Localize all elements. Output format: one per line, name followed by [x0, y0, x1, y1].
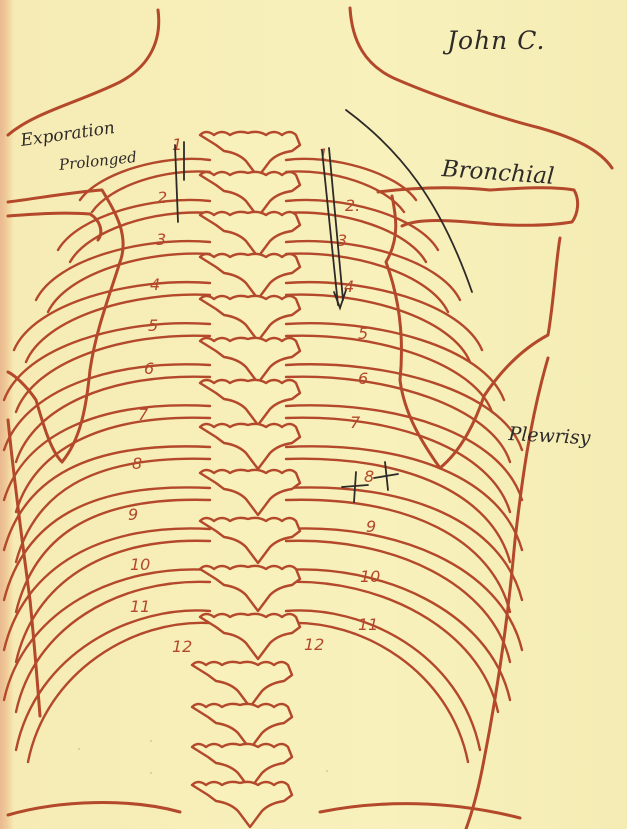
vertebra: [200, 254, 300, 299]
rib-number-left: 8: [132, 454, 142, 473]
left-rib: [4, 405, 210, 500]
left-rib: [16, 500, 210, 612]
vertebra: [200, 212, 300, 257]
rib-number-left: 5: [148, 316, 158, 335]
rib-number-right: 8: [364, 467, 374, 486]
vertebra: [192, 662, 292, 707]
rib-number-right: 7: [350, 413, 361, 432]
vertebra: [200, 338, 300, 383]
right-rib: [286, 200, 438, 250]
rib-number-left: 11: [130, 597, 150, 616]
bronchial-arrow-head: [334, 290, 346, 308]
rib-number-left: 9: [128, 505, 138, 524]
rib-number-right: 10: [360, 567, 380, 586]
pelvis-left: [8, 803, 180, 815]
paper-speck: [78, 748, 80, 750]
rib-number-right: 12: [304, 635, 324, 654]
vertebra: [192, 704, 292, 749]
left-rib: [58, 200, 210, 250]
left-rib: [16, 610, 210, 750]
paper-speck: [326, 770, 328, 772]
rib-number-left: 1: [172, 135, 182, 154]
rib-number-right: 2.: [345, 196, 360, 215]
vertebra: [200, 132, 300, 177]
neck-left-line: [8, 10, 159, 135]
vertebral-column: [192, 132, 300, 827]
right-rib: [286, 610, 480, 750]
paper-speck: [150, 740, 152, 742]
pelvis-right: [320, 804, 520, 818]
left-acromion: [8, 213, 101, 240]
vertebra: [200, 172, 300, 217]
prolonged-expiration-line-1: [175, 145, 178, 222]
rib-number-left: 2: [157, 188, 167, 207]
rib-number-right: 5: [358, 324, 368, 343]
vertebra: [200, 614, 300, 659]
rib-number-left: 10: [130, 555, 150, 574]
rib-number-left: 6: [144, 359, 154, 378]
paper-speck: [150, 772, 152, 774]
rib-number-left: 3: [156, 230, 166, 249]
patient-name: John C.: [447, 28, 545, 53]
left-rib: [4, 446, 210, 550]
rib-number-right: 11: [358, 615, 378, 634]
right-acromion: [378, 188, 578, 226]
vertebra: [192, 782, 292, 827]
vertebra: [200, 296, 300, 341]
bronchial-divider-line: [346, 110, 472, 292]
right-rib: [286, 405, 522, 500]
left-rib: [36, 241, 210, 300]
right-rib: [286, 241, 460, 300]
vertebra: [200, 470, 300, 515]
pleurisy-annotation: Plewrisy: [508, 425, 591, 448]
left-rib: [16, 377, 210, 462]
rib-number-left: 12: [172, 637, 192, 656]
rib-number-left: 4: [150, 275, 160, 294]
rib-number-right: 9: [366, 517, 376, 536]
vertebra: [200, 566, 300, 611]
rib-number-right: 6: [358, 369, 368, 388]
rib-number-left: 7: [138, 405, 149, 424]
